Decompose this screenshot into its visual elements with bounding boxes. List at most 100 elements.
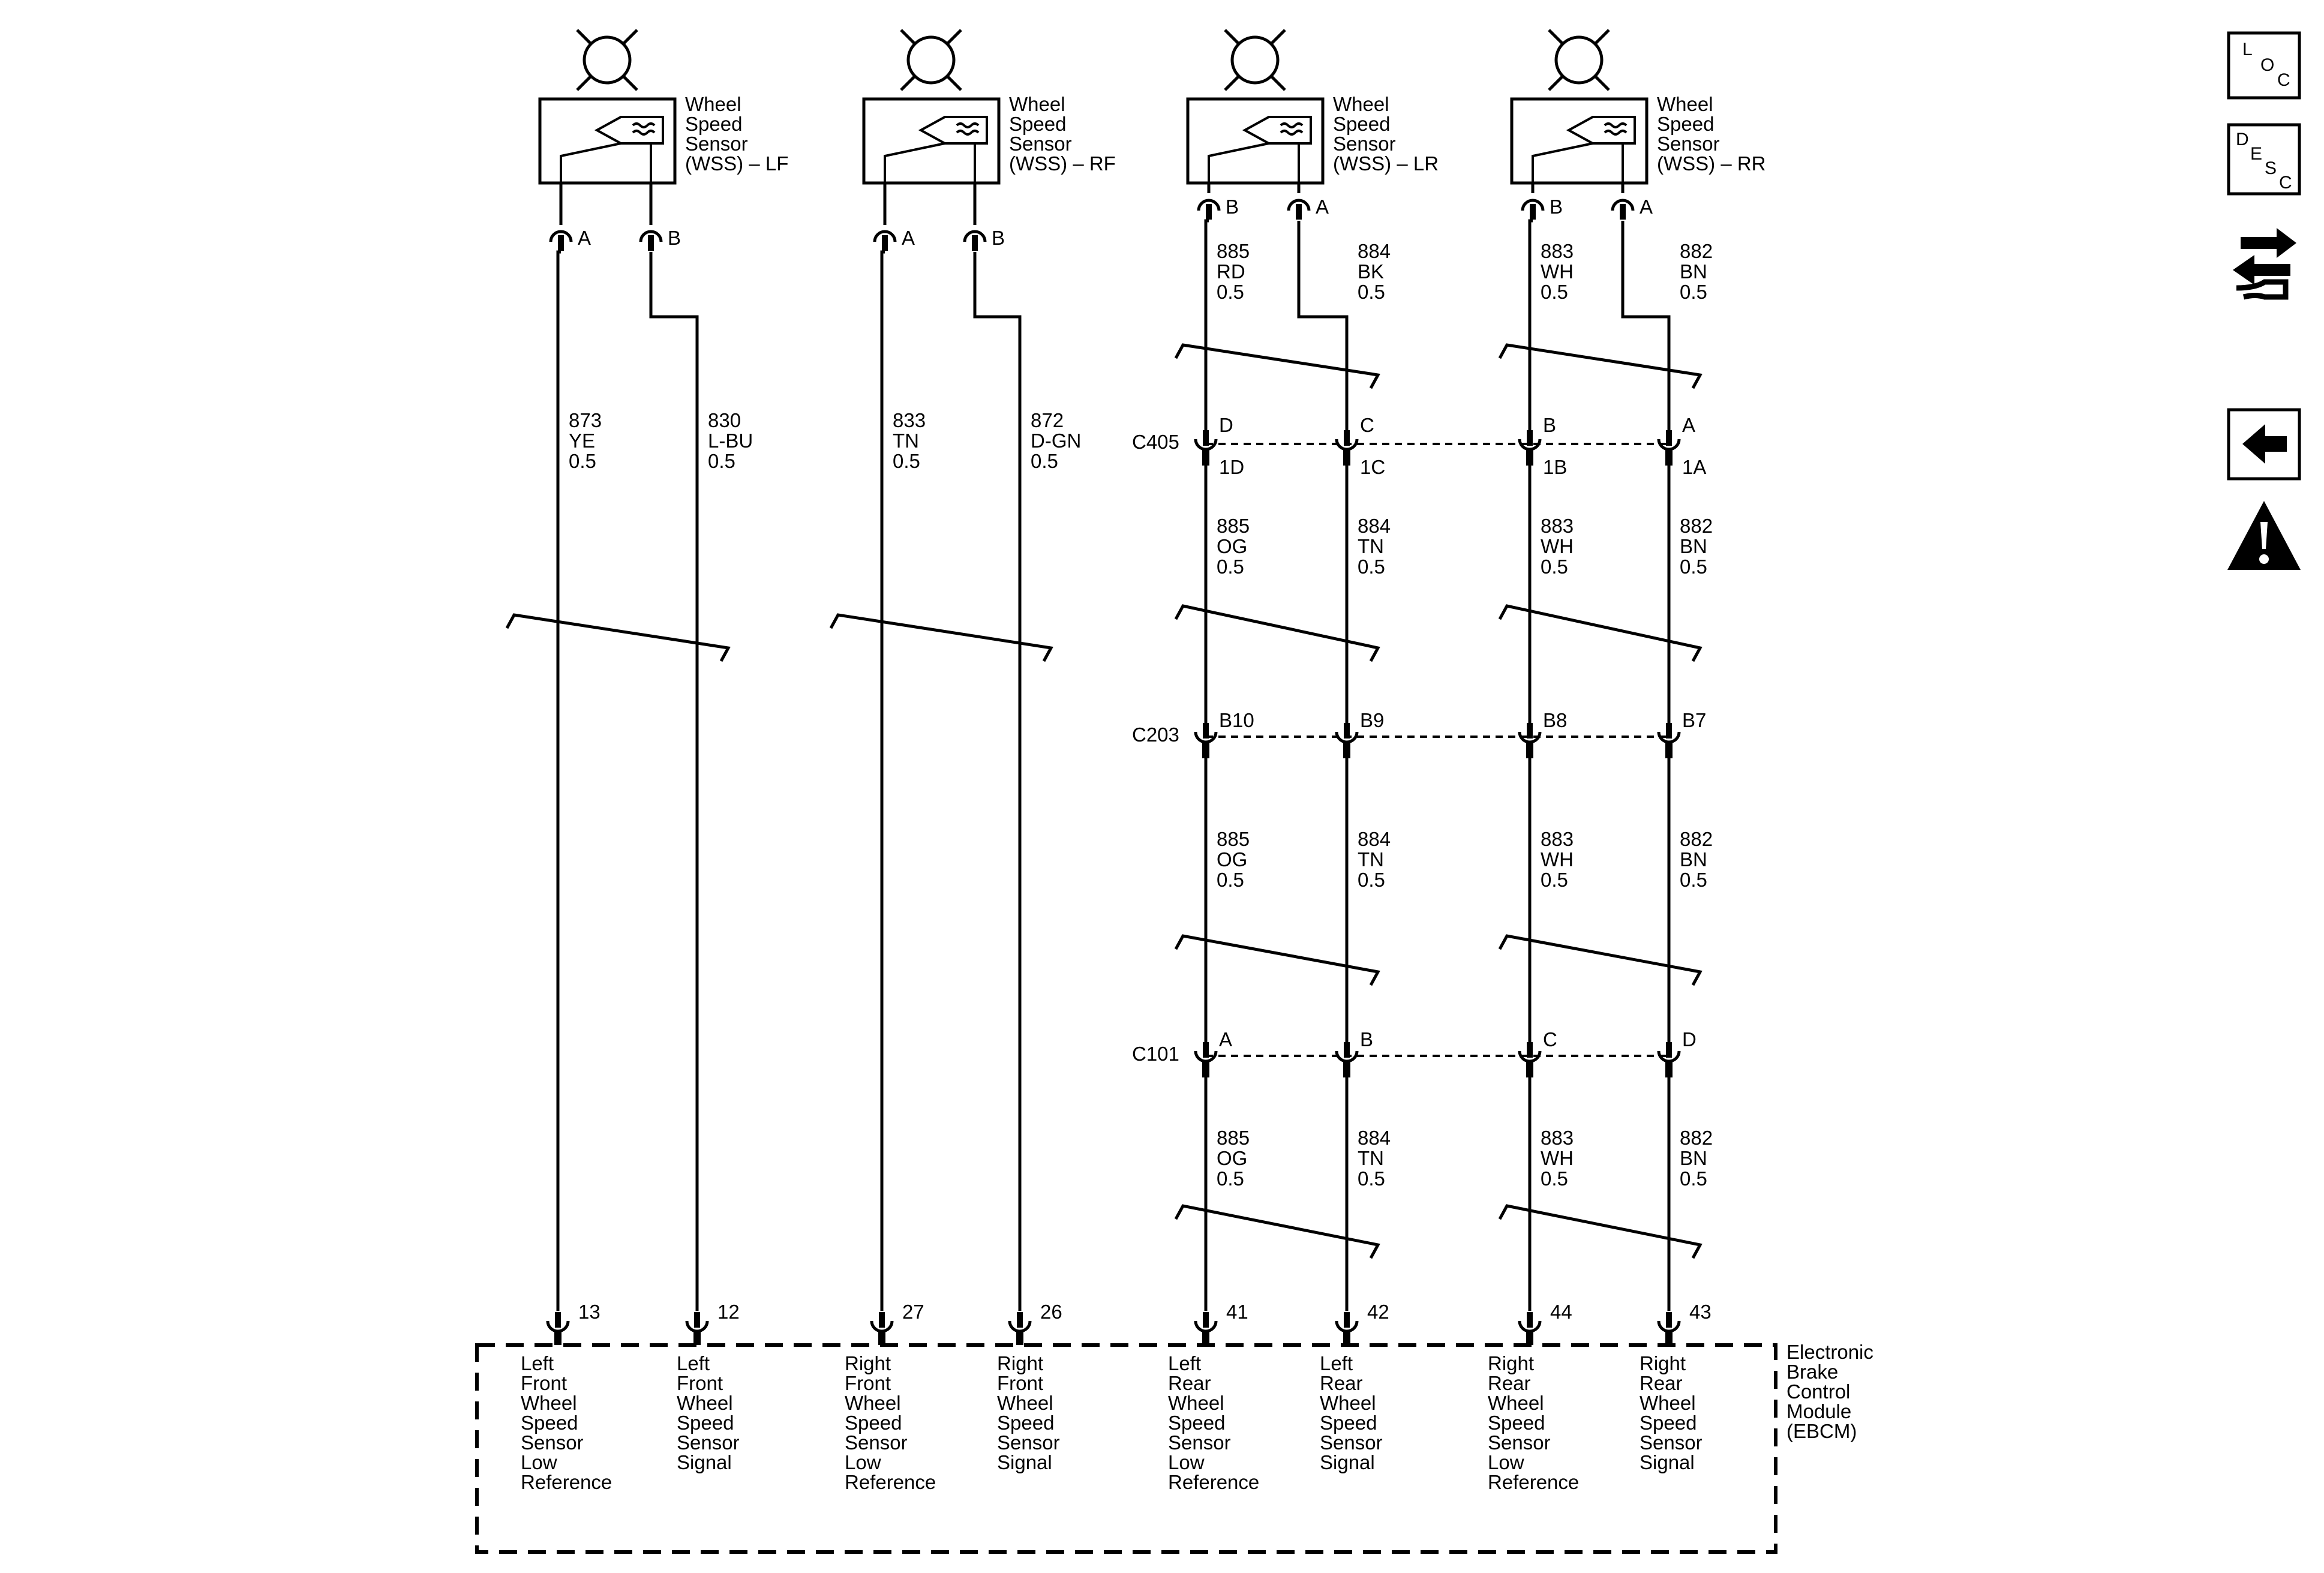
sensor-label-line: Sensor [1657,133,1720,155]
connector-c203-pin [1335,723,1359,744]
ebcm-pin-connector [1335,1312,1359,1333]
wire-break-symbol [1174,343,1380,389]
connector-pin-label: B9 [1360,709,1384,731]
ebcm-terminal-label-line: Signal [677,1451,732,1473]
connector-pin-label: A [1219,1028,1232,1050]
wire-label-color: TN [1358,1147,1384,1169]
ebcm-terminal-label-line: Front [845,1372,891,1394]
connector-swap-icon[interactable] [2226,219,2302,303]
ebcm-label: Electronic Brake Control Module (EBCM) [1786,1341,1873,1442]
ebcm-terminal-label-line: Wheel [1488,1392,1544,1414]
wire-label-color: TN [1358,848,1384,870]
ebcm-terminal-label-line: Speed [997,1412,1054,1434]
loc-letter: C [2277,70,2290,90]
sensor-box [538,97,677,185]
wire-label-color: RD [1217,260,1245,283]
connector-c203-pin [1194,723,1218,744]
sensor-pin-label: A [902,227,915,249]
desc-letter: E [2250,144,2262,164]
wire-label-gauge: 0.5 [1358,556,1385,578]
wire-label-color: WH [1541,535,1574,557]
sensor-label-line: (WSS) – LR [1333,152,1439,175]
wire-label-color: D-GN [1031,430,1081,452]
ebcm-terminal-label-line: Left [677,1352,710,1374]
sensor-element-icon [560,116,664,183]
ebcm-terminal-label-line: Low [845,1451,881,1473]
ebcm-label-line: (EBCM) [1786,1420,1857,1442]
loc-letter: L [2242,40,2253,59]
wire-label-gauge: 0.5 [1358,1167,1385,1190]
wire-label-circuit: 884 [1358,515,1391,537]
connector-c405-pin [1518,430,1542,451]
wire [1528,219,1533,432]
wire [556,250,561,1311]
wire-label-circuit: 883 [1541,828,1574,850]
sensor-element-icon [884,116,988,183]
ebcm-pin-number: 41 [1226,1301,1248,1323]
wire-label-gauge: 0.5 [1217,281,1244,303]
ebcm-terminal-label-line: Wheel [1320,1392,1376,1414]
connector-c101-pin [1335,1042,1359,1063]
wheel-icon [576,29,638,91]
wire-break-symbol [1174,604,1380,662]
ebcm-terminal-label-line: Signal [1640,1451,1695,1473]
warning-icon[interactable] [2227,501,2301,570]
sensor-pin-label: A [1640,196,1653,218]
ebcm-terminal-label-line: Reference [1168,1471,1259,1493]
connector-pin-label: B [1543,414,1556,436]
sensor-label-line: Sensor [1333,133,1396,155]
ebcm-terminal-label-line: Speed [677,1412,734,1434]
sensor-label-line: Wheel [1009,93,1065,115]
ebcm-terminal-label-line: Rear [1640,1372,1683,1394]
sensor-pin-connector [639,230,663,251]
ebcm-pin-connector [1657,1312,1681,1333]
ebcm-pin-number: 44 [1550,1301,1572,1323]
wire-break-symbol [1498,343,1703,389]
desc-button[interactable]: D E S C [2227,123,2301,196]
wire-label-circuit: 872 [1031,409,1064,431]
ebcm-terminal-label-line: Left [1320,1352,1353,1374]
sensor-label-line: Wheel [1657,93,1713,115]
ebcm-terminal-label-line: Speed [521,1412,578,1434]
connector-pin-label: 1A [1682,456,1706,478]
sensor-pin-label: B [1550,196,1563,218]
wire-label-circuit: 882 [1680,515,1713,537]
desc-letter: C [2279,173,2292,193]
wire-label-color: WH [1541,260,1574,283]
wire-label-circuit: 882 [1680,828,1713,850]
wire-label-color: TN [893,430,919,452]
connector-pin-label: C [1360,414,1374,436]
sensor-box [862,97,1001,185]
wire-break-symbol [1498,604,1703,662]
ebcm-label-line: Electronic [1786,1341,1873,1363]
ebcm-box [475,1343,1777,1554]
ebcm-terminal-label-line: Sensor [1168,1431,1231,1454]
wire-label-circuit: 882 [1680,1127,1713,1149]
sensor-label-line: Speed [685,113,742,135]
sensor-label-line: Speed [1657,113,1714,135]
connector-pin-label: A [1682,414,1695,436]
sensor-pin-connector [1197,199,1221,220]
back-arrow-icon[interactable] [2227,408,2301,481]
ebcm-terminal-label-line: Wheel [997,1392,1053,1414]
ebcm-pin-number: 12 [717,1301,740,1323]
sensor-element-icon [1208,116,1312,183]
connector-pin-label: D [1219,414,1233,436]
loc-button[interactable]: L O C [2227,31,2301,100]
sensor-label-line: Speed [1333,113,1390,135]
connector-c405-pin [1335,430,1359,451]
wire-label-circuit: 885 [1217,240,1250,262]
sensor-label-line: (WSS) – RF [1009,152,1116,175]
wheel-icon [1224,29,1286,91]
ebcm-pin-number: 42 [1367,1301,1389,1323]
connector-name-c101: C101 [1132,1043,1179,1065]
ebcm-label-line: Brake [1786,1361,1838,1383]
wire-label-circuit: 884 [1358,240,1391,262]
